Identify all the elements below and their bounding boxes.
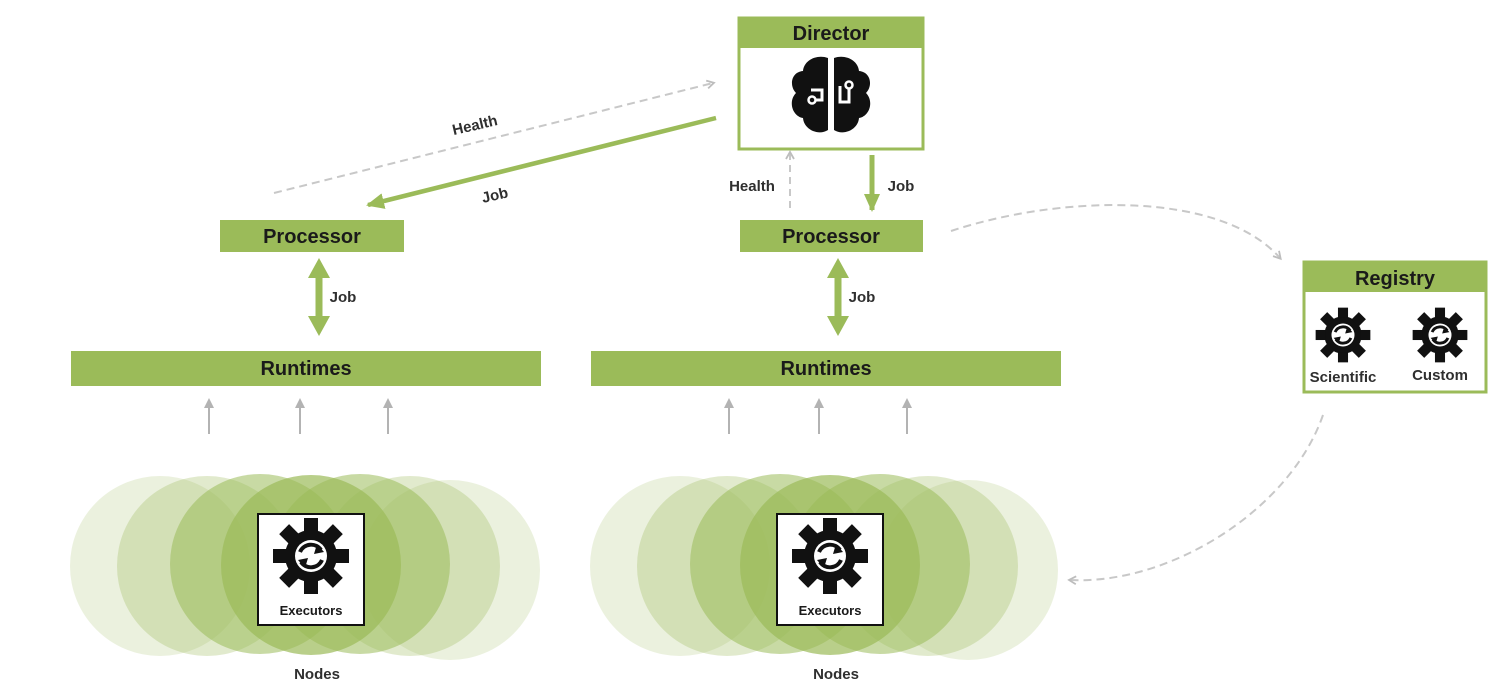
registry-item-custom: Custom (1412, 367, 1468, 384)
cluster-right: Processor Job Runtimes (590, 220, 1061, 683)
processor-box-left: Processor (220, 220, 404, 252)
processor-runtime-label-left: Job (330, 289, 357, 306)
cluster-left: Processor Job Runtimes (70, 220, 541, 683)
left-health-arrow (273, 79, 716, 194)
director-title: Director (793, 23, 870, 45)
runtimes-box-right: Runtimes (591, 351, 1061, 386)
gear-sync-icon (1314, 306, 1372, 364)
gear-sync-icon (1411, 306, 1469, 364)
nodes-label-left: Nodes (294, 666, 340, 683)
processor-registry-arrow (950, 204, 1282, 261)
executors-box-right: Executors (776, 513, 884, 626)
left-job-label: Job (480, 184, 510, 207)
director-box: Director (737, 16, 925, 151)
processor-runtime-arrow-left (308, 258, 330, 336)
right-job-label: Job (888, 178, 915, 195)
node-arrows-left (204, 398, 393, 434)
gear-sync-icon (790, 516, 870, 596)
svg-text:Processor: Processor (782, 226, 880, 248)
right-health-label: Health (729, 178, 775, 195)
registry-box: Registry Scientific Custom (1302, 260, 1488, 394)
svg-text:Runtimes: Runtimes (260, 358, 351, 380)
node-arrows-right (724, 398, 912, 434)
svg-text:Executors: Executors (280, 603, 343, 618)
processor-runtime-label-right: Job (849, 289, 876, 306)
gear-sync-icon (271, 516, 351, 596)
left-job-arrow (366, 115, 717, 209)
registry-title: Registry (1355, 268, 1436, 290)
left-health-label: Health (451, 112, 499, 139)
processor-box-right: Processor (740, 220, 923, 252)
svg-text:Executors: Executors (799, 603, 862, 618)
runtimes-box-left: Runtimes (71, 351, 541, 386)
nodes-label-right: Nodes (813, 666, 859, 683)
brain-icon (791, 56, 871, 133)
svg-text:Processor: Processor (263, 226, 361, 248)
svg-text:Runtimes: Runtimes (780, 358, 871, 380)
processor-runtime-arrow-right (827, 258, 849, 336)
registry-item-scientific: Scientific (1310, 369, 1377, 386)
executors-box-left: Executors (257, 513, 365, 626)
registry-nodes-arrow (1067, 414, 1324, 586)
